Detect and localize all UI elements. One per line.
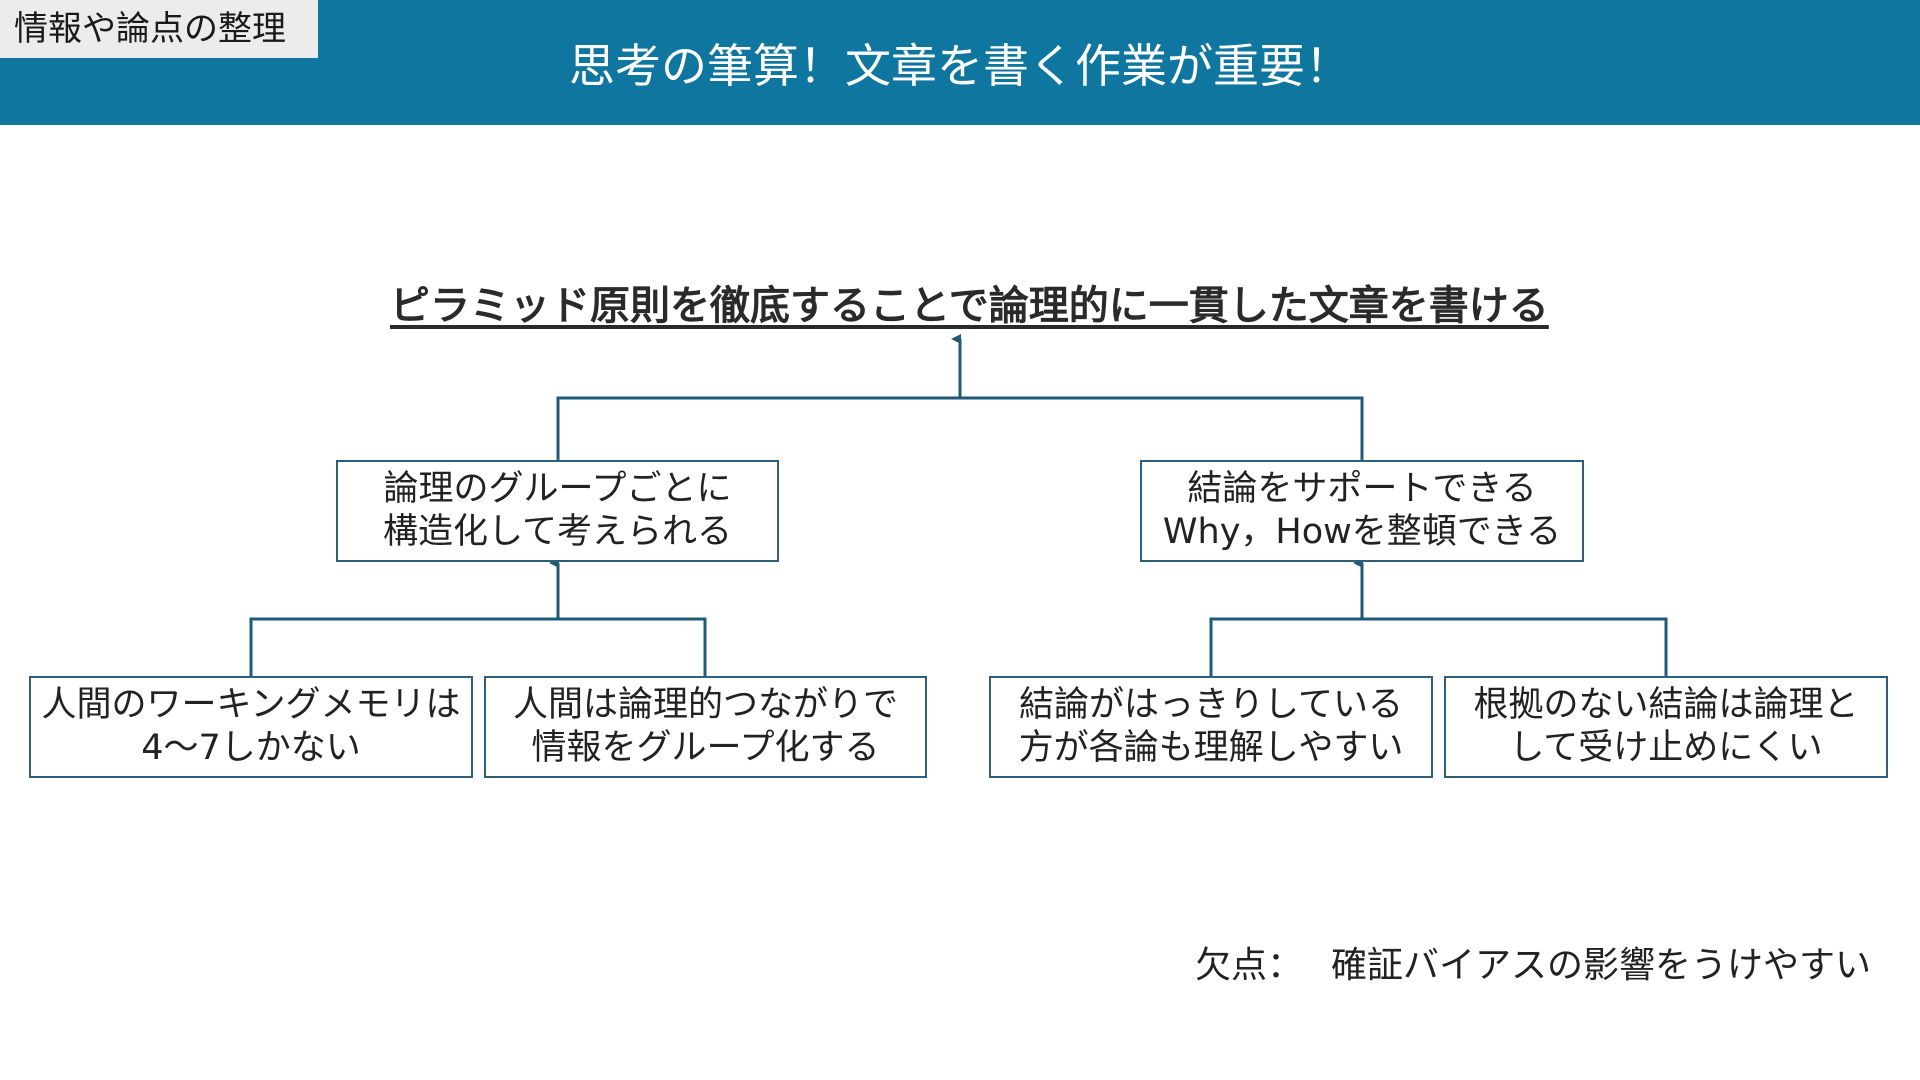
node-leaf-line2: 情報をグループ化する	[531, 728, 880, 768]
node-leaf-line2: して受け止めにくい	[1509, 728, 1823, 768]
node-leaf-line1: 人間のワーキングメモリは	[41, 685, 461, 725]
node-mid-left-line2: 構造化して考えられる	[383, 512, 732, 552]
top-claim: ピラミッド原則を徹底することで論理的に一貫した文章を書ける	[390, 283, 1549, 329]
header-bar	[0, 0, 1920, 125]
slide-title: 思考の筆算！文章を書く作業が重要！	[569, 39, 1351, 93]
connector-right-bracket	[1209, 617, 1668, 676]
node-leaf-unsupported-conclusion: 根拠のない結論は論理と して受け止めにくい	[1444, 676, 1888, 778]
node-mid-left: 論理のグループごとに 構造化して考えられる	[336, 460, 779, 562]
node-leaf-line1: 人間は論理的つながりで	[512, 685, 898, 725]
node-leaf-line1: 結論がはっきりしている	[1019, 685, 1403, 725]
node-mid-left-line1: 論理のグループごとに	[383, 469, 732, 509]
node-leaf-line1: 根拠のない結論は論理と	[1473, 685, 1859, 725]
node-leaf-working-memory: 人間のワーキングメモリは 4〜7しかない	[29, 676, 473, 778]
node-mid-right: 結論をサポートできる Why，Howを整頓できる	[1140, 460, 1584, 562]
section-tag: 情報や論点の整理	[0, 0, 318, 58]
node-leaf-clear-conclusion: 結論がはっきりしている 方が各論も理解しやすい	[989, 676, 1433, 778]
node-mid-right-line1: 結論をサポートできる	[1187, 469, 1537, 509]
node-leaf-line2: 方が各論も理解しやすい	[1018, 728, 1404, 768]
weakness-note: 欠点： 確証バイアスの影響をうけやすい	[1195, 938, 1871, 994]
node-mid-right-line2: Why，Howを整頓できる	[1162, 512, 1562, 552]
connector-left-bracket	[249, 617, 707, 676]
weakness-text: 確証バイアスの影響をうけやすい	[1331, 945, 1872, 986]
weakness-label: 欠点：	[1195, 945, 1304, 986]
node-leaf-line2: 4〜7しかない	[141, 728, 361, 768]
connector-mid-bracket	[556, 396, 1364, 460]
node-leaf-logical-grouping: 人間は論理的つながりで 情報をグループ化する	[484, 676, 927, 778]
